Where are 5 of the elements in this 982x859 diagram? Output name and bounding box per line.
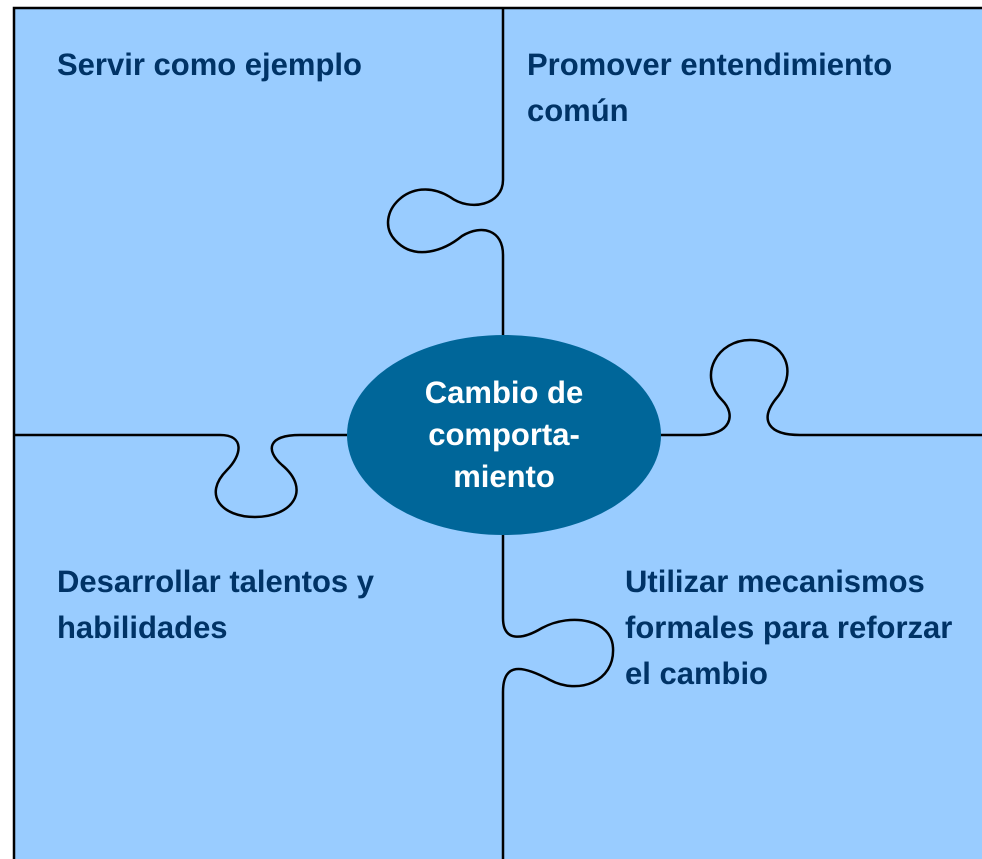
center-label: Cambio de comporta- miento bbox=[424, 374, 584, 496]
piece-label: Desarrollar talentos y habilidades bbox=[57, 563, 376, 647]
piece-label: Servir como ejemplo bbox=[57, 46, 363, 84]
piece-label: Utilizar mecanismos formales para reforzar el cambio bbox=[625, 563, 954, 693]
piece-label: Promover entendimiento común bbox=[527, 46, 894, 130]
